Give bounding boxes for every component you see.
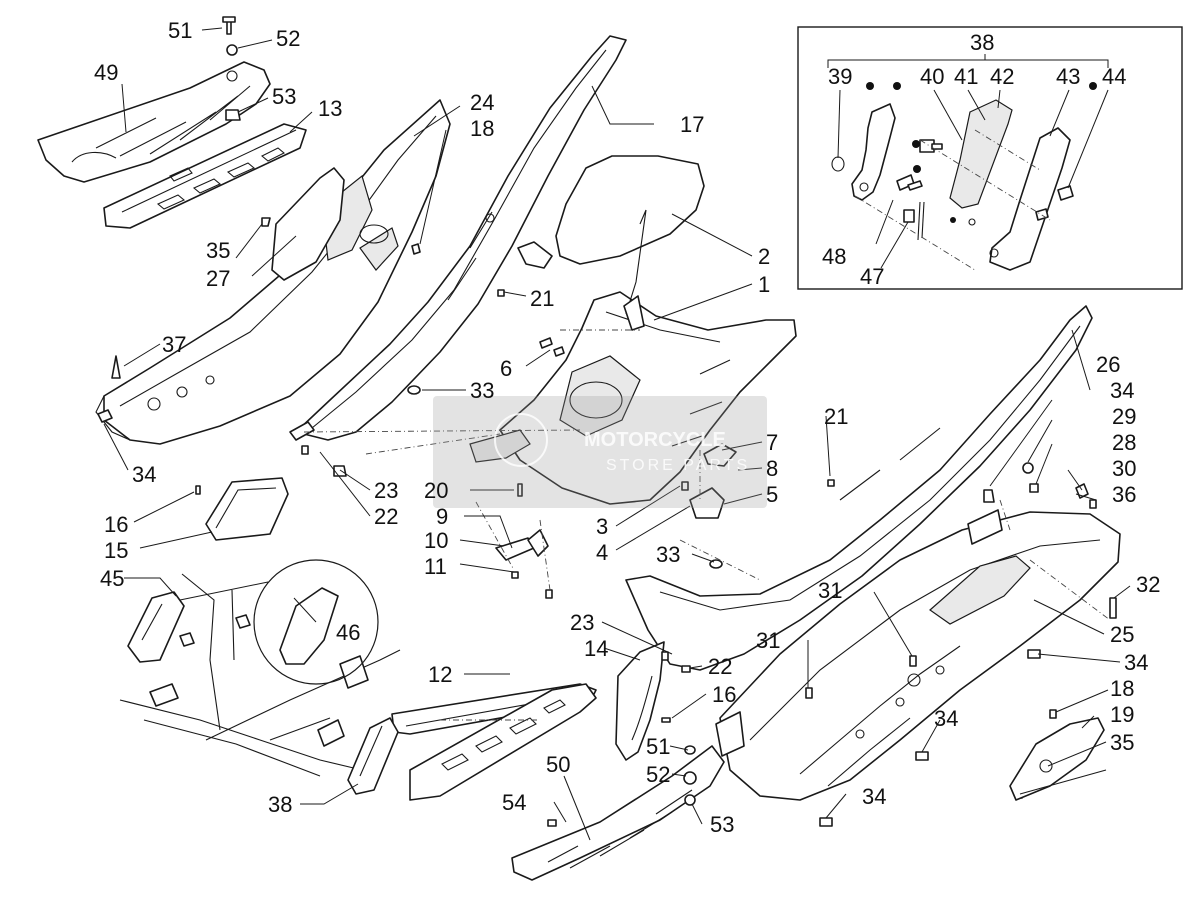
callout-14: 14 (584, 636, 608, 661)
mud-flap-14 (615, 641, 665, 761)
callout-34-bottom-mid: 34 (934, 706, 958, 731)
callout-21-top: 21 (530, 286, 554, 311)
callout-35-bottom: 35 (1110, 730, 1134, 755)
callout-22-left: 22 (374, 504, 398, 529)
callout-24: 24 (470, 90, 494, 115)
watermark-line2: STORE PARTS (606, 457, 750, 474)
callout-53-bottom: 53 (710, 812, 734, 837)
callout-23-mid: 23 (570, 610, 594, 635)
callout-9: 9 (436, 504, 448, 529)
callout-31-top: 31 (818, 578, 842, 603)
rear-frame-sketch (119, 573, 401, 777)
callout-49: 49 (94, 60, 118, 85)
floor-mat-12-base (409, 683, 597, 801)
callout-34-bottom: 34 (862, 784, 886, 809)
callout-19: 19 (1110, 702, 1134, 727)
callout-30: 30 (1112, 456, 1136, 481)
callout-20: 20 (424, 478, 448, 503)
watermark-line1: MOTORCYCLE (584, 429, 726, 451)
callout-3: 3 (596, 514, 608, 539)
callout-16-mid: 16 (712, 682, 736, 707)
callout-34-right-mid: 34 (1124, 650, 1148, 675)
callout-45: 45 (100, 566, 124, 591)
hinge-bracket-left (851, 103, 896, 201)
footrest-cover-50 (511, 745, 725, 881)
callout-23-left: 23 (374, 478, 398, 503)
callout-35-top: 35 (206, 238, 230, 263)
callout-40: 40 (920, 64, 944, 89)
inset-detail-box (797, 26, 1183, 290)
callout-43: 43 (1056, 64, 1080, 89)
callout-31-bottom: 31 (756, 628, 780, 653)
callout-26: 26 (1096, 352, 1120, 377)
callout-11: 11 (424, 554, 447, 579)
callout-33-mid: 33 (656, 542, 680, 567)
callout-29: 29 (1112, 404, 1136, 429)
callout-21-right: 21 (824, 404, 848, 429)
rear-footrest-45 (127, 591, 185, 663)
callout-38-inset: 38 (970, 30, 994, 55)
callout-17: 17 (680, 112, 704, 137)
callout-28: 28 (1112, 430, 1136, 455)
latch-hardware (469, 295, 737, 561)
glovebox-lid-2 (517, 155, 705, 269)
callout-46: 46 (336, 620, 360, 645)
callout-36: 36 (1112, 482, 1136, 507)
callout-48: 48 (822, 244, 846, 269)
frame-rail-17 (289, 35, 627, 441)
callout-53-top: 53 (272, 84, 296, 109)
callout-27: 27 (206, 266, 230, 291)
callout-13: 13 (318, 96, 342, 121)
leader-lines (103, 27, 1131, 841)
right-side-cover-26 (625, 305, 1093, 671)
callout-1: 1 (758, 272, 770, 297)
callout-42: 42 (990, 64, 1014, 89)
detail-circle-46 (179, 559, 379, 685)
callout-12: 12 (428, 662, 452, 687)
callout-54: 54 (502, 790, 526, 815)
callout-10: 10 (424, 528, 448, 553)
footrest-cover-49 (37, 61, 271, 183)
callout-6: 6 (500, 356, 512, 381)
rear-panel-19 (1009, 717, 1105, 801)
callout-39: 39 (828, 64, 852, 89)
callouts: 51 52 49 53 13 24 18 17 2 1 21 6 33 35 2… (94, 18, 1160, 837)
callout-52-bottom: 52 (646, 762, 670, 787)
callout-47: 47 (860, 264, 884, 289)
access-panel-27 (271, 167, 345, 281)
assembly-lines (303, 329, 1111, 721)
callout-44: 44 (1102, 64, 1126, 89)
callout-33-top: 33 (470, 378, 494, 403)
callout-18-bottom: 18 (1110, 676, 1134, 701)
callout-34-left: 34 (132, 462, 156, 487)
watermark: MOTORCYCLE STORE PARTS (433, 396, 767, 508)
callout-51-top: 51 (168, 18, 192, 43)
callout-52-top: 52 (276, 26, 300, 51)
callout-16-left: 16 (104, 512, 128, 537)
right-floor-panel-25 (715, 509, 1121, 801)
footrest-blade (949, 99, 1013, 209)
callout-4: 4 (596, 540, 608, 565)
callout-32: 32 (1136, 572, 1160, 597)
callout-51-bottom: 51 (646, 734, 670, 759)
hinge-bracket-right (989, 127, 1071, 271)
callout-15: 15 (104, 538, 128, 563)
callout-8: 8 (766, 456, 778, 481)
floor-mat-13 (103, 123, 307, 229)
callout-37: 37 (162, 332, 186, 357)
callout-2: 2 (758, 244, 770, 269)
callout-25: 25 (1110, 622, 1134, 647)
callout-34-right-top: 34 (1110, 378, 1134, 403)
callout-22-mid: 22 (708, 654, 732, 679)
callout-7: 7 (766, 430, 778, 455)
rear-footrest-38 (347, 717, 399, 795)
leg-shield-1 (499, 209, 797, 505)
callout-38-bottom: 38 (268, 792, 292, 817)
callout-18-top: 18 (470, 116, 494, 141)
grille-15 (205, 477, 289, 541)
callout-41: 41 (954, 64, 978, 89)
callout-5: 5 (766, 482, 778, 507)
callout-50: 50 (546, 752, 570, 777)
